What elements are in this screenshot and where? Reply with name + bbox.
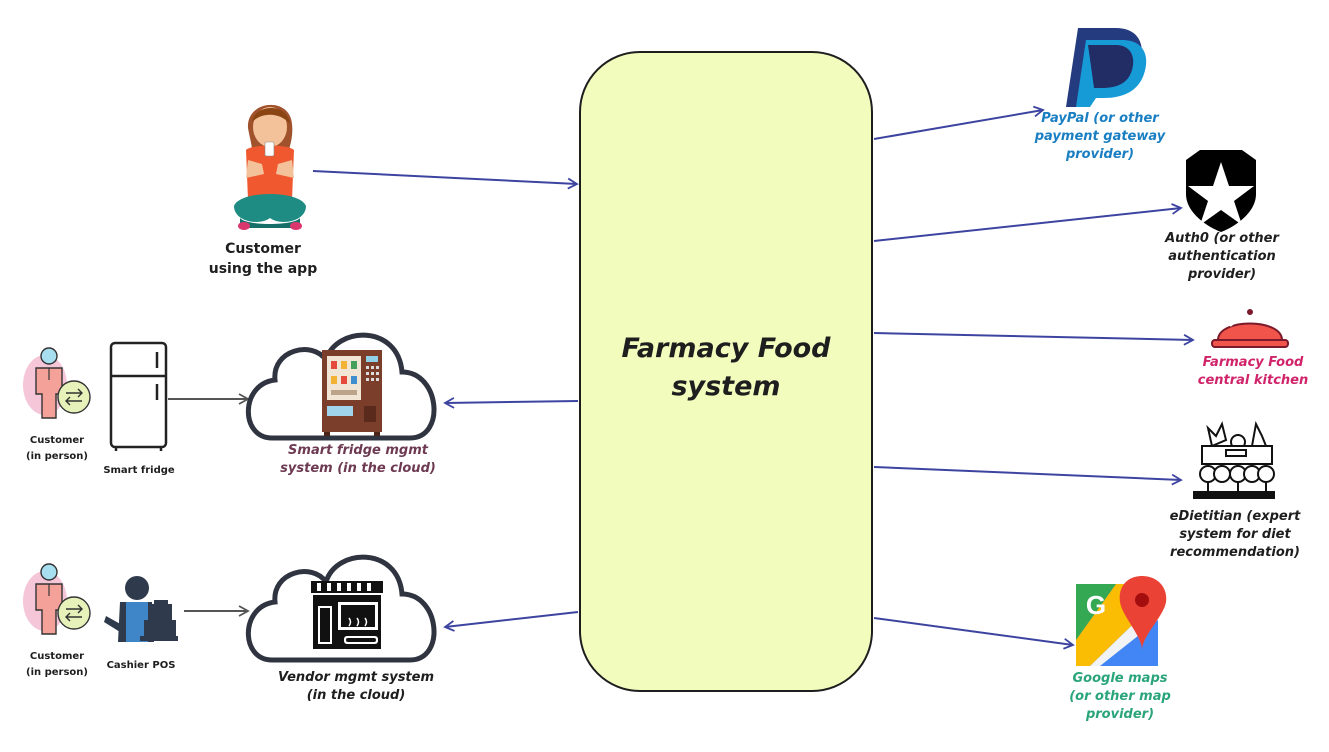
fridge-icon (109, 341, 168, 451)
label-kitchen: Farmacy Food central kitchen (1197, 355, 1309, 389)
label-edietitian: eDietitian (expert system for diet recom… (1169, 509, 1301, 561)
arrow-customer-to-system (312, 170, 579, 190)
vegetable-basket-icon (1193, 420, 1275, 499)
label-customer-pos: Customer (in person) (26, 651, 88, 678)
label-vendor-system: Vendor mgmt system (in the cloud) (277, 670, 435, 704)
central-system-title-line1: Farmacy Food (621, 333, 831, 364)
arrow-system-to-auth0 (873, 203, 1183, 242)
label-smart-fridge-system: Smart fridge mgmt system (in the cloud) (280, 443, 436, 477)
cashier-icon (104, 576, 178, 642)
cloud-storefront-icon (245, 554, 437, 663)
auth0-logo (1186, 150, 1256, 232)
arrow-system-to-kitchen (873, 332, 1195, 346)
cloud-vending-machine-icon (245, 332, 437, 441)
arrow-system-to-fridge-cloud (443, 397, 579, 409)
paypal-logo (1066, 28, 1147, 107)
cloche-icon (1211, 309, 1289, 348)
google-maps-logo: G (1076, 576, 1167, 666)
arrow-system-to-vendor-cloud (443, 611, 579, 632)
arrow-system-to-edietitian (873, 466, 1183, 486)
customer-exchange-icon (23, 347, 91, 419)
svg-text:G: G (1086, 590, 1106, 620)
label-paypal: PayPal (or other payment gateway provide… (1034, 111, 1166, 163)
label-smart-fridge: Smart fridge (103, 465, 175, 476)
central-system-title-line2: system (671, 370, 781, 402)
arrow-system-to-paypal (873, 105, 1045, 140)
central-system-box (579, 51, 873, 692)
label-maps: Google maps (or other map provider) (1069, 671, 1171, 723)
label-customer-fridge: Customer (in person) (26, 435, 88, 462)
central-system-title: Farmacy Food system (580, 330, 872, 406)
label-auth0: Auth0 (or other authentication provider) (1165, 231, 1279, 283)
customer-exchange-icon (23, 563, 91, 635)
connectors (312, 105, 1195, 650)
arrow-system-to-maps (873, 617, 1075, 650)
woman-with-phone-icon (234, 104, 306, 230)
label-cashier-pos: Cashier POS (106, 660, 176, 671)
label-customer-app: Customer using the app (208, 241, 318, 277)
